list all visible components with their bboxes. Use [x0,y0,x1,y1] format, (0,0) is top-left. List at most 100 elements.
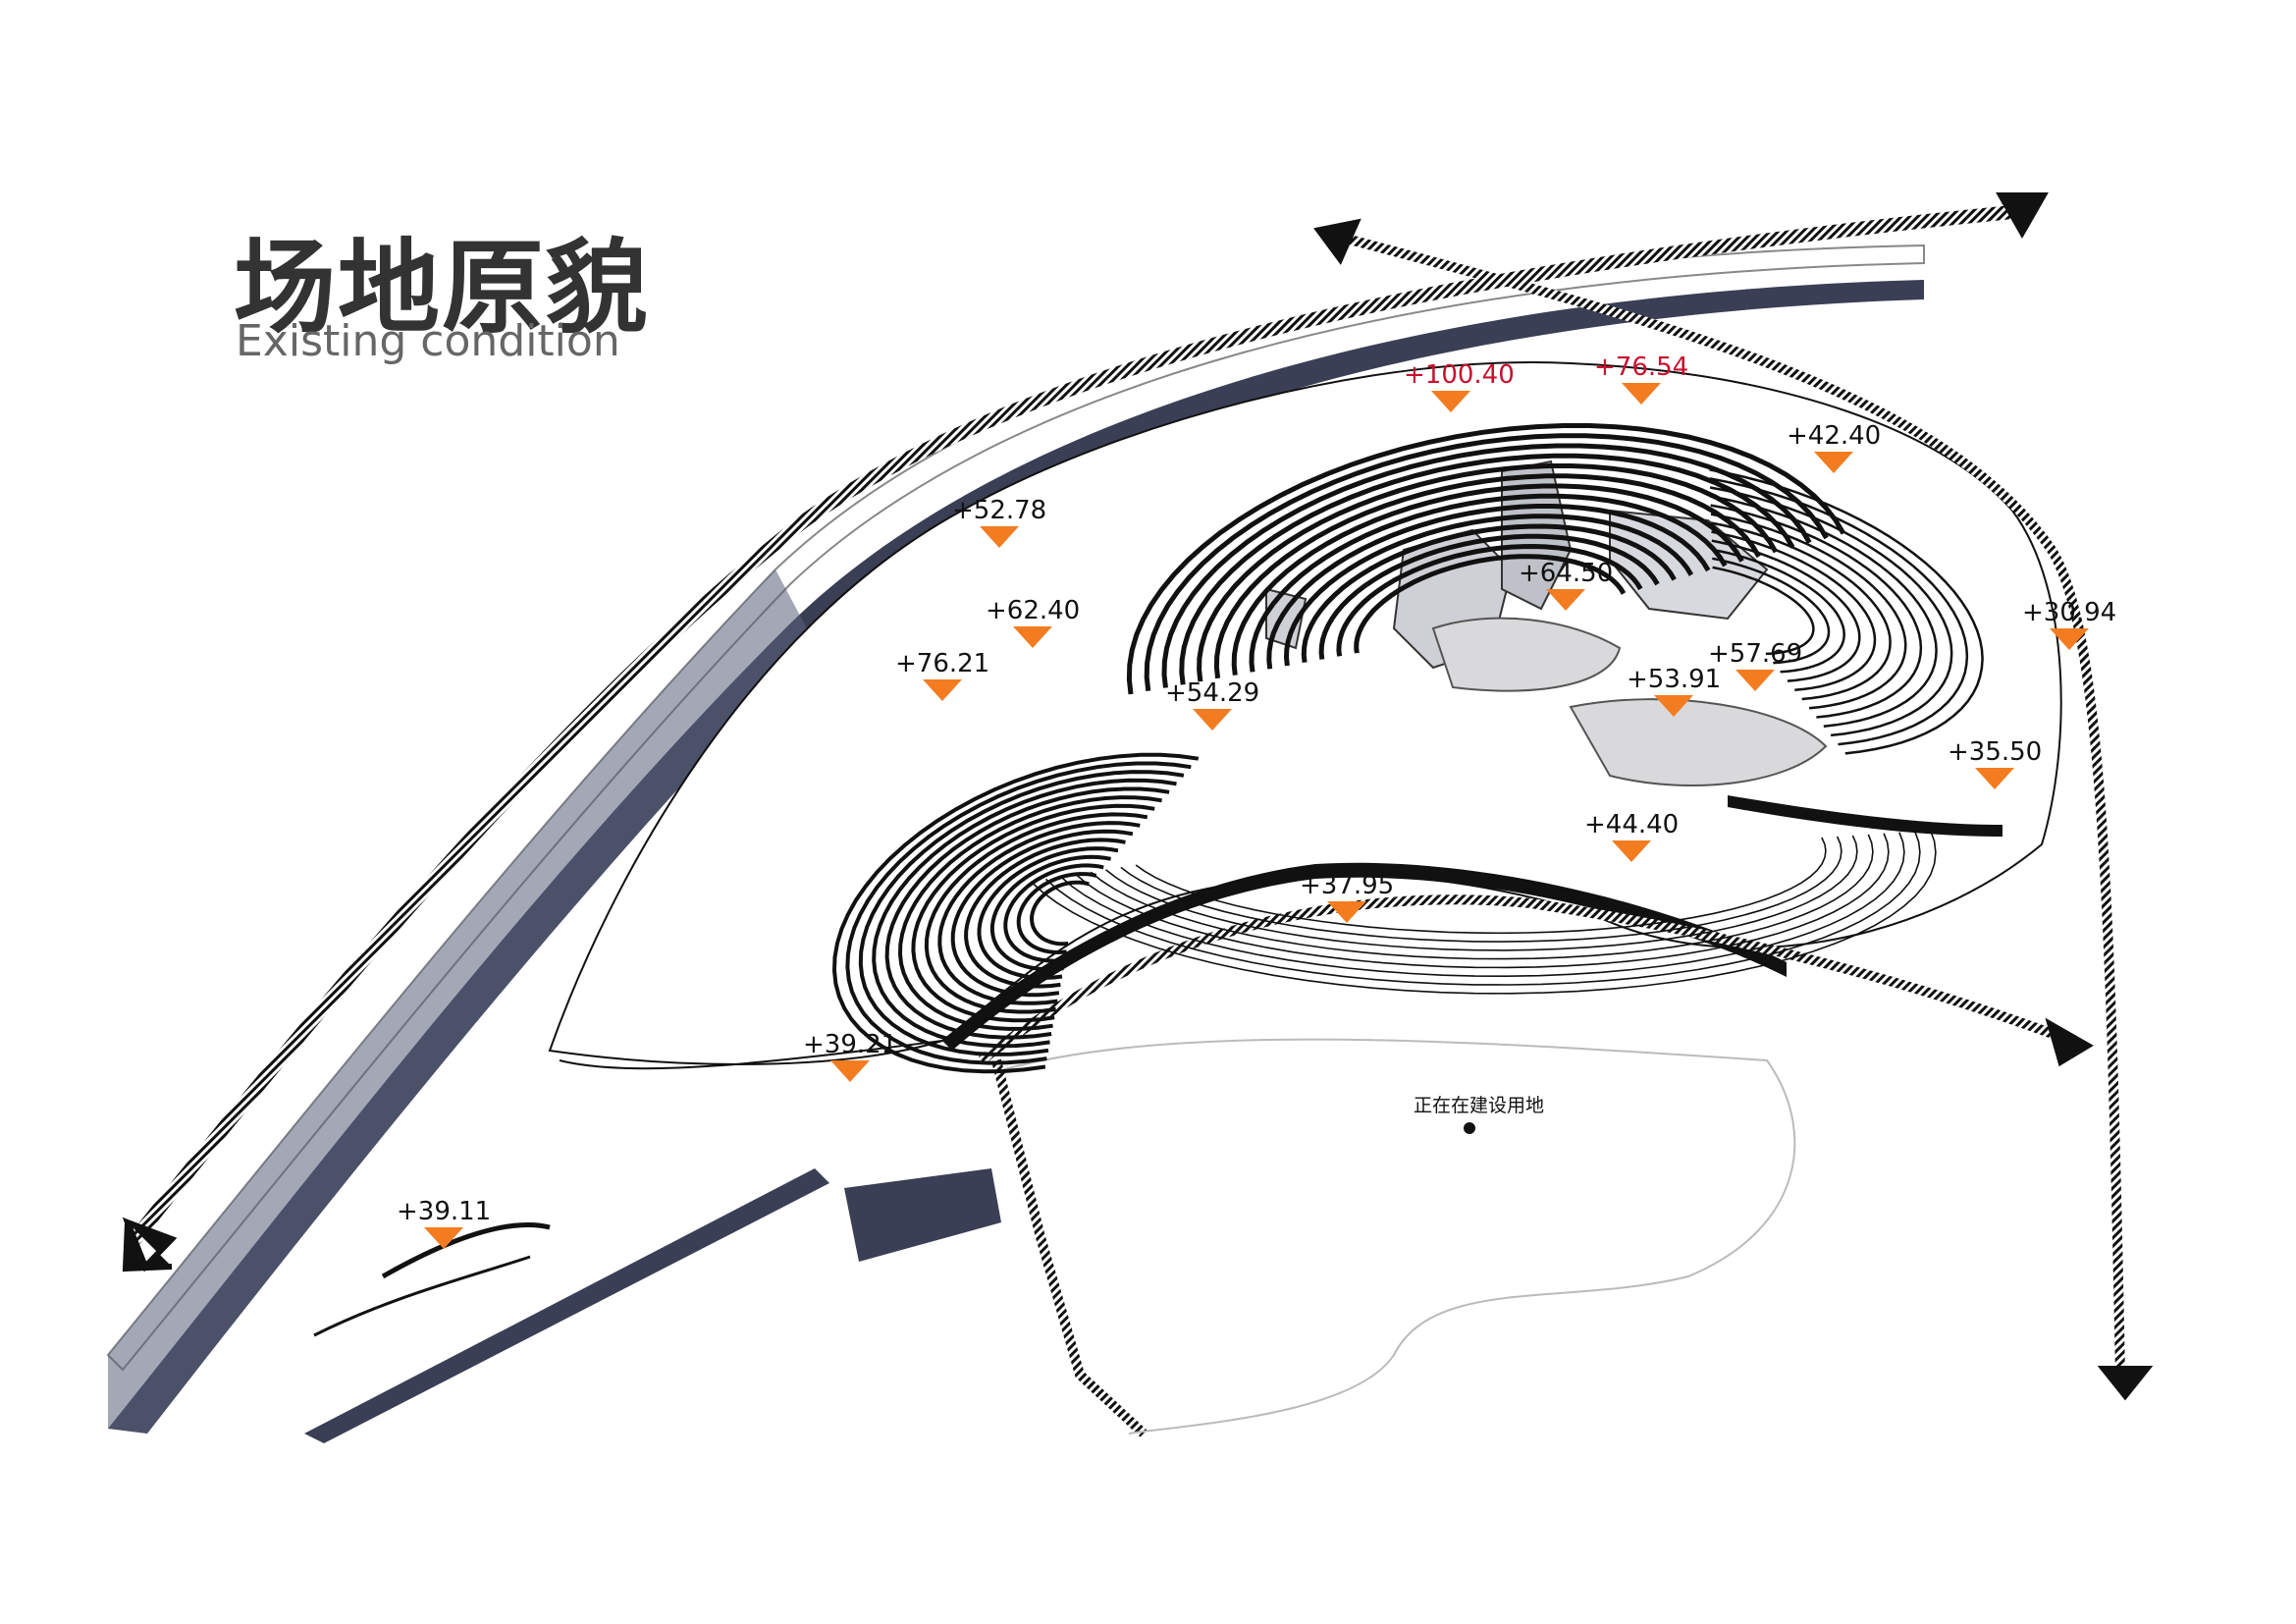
elevation-marker-icon [1814,452,1853,473]
contour-line [1090,834,1874,960]
elevation-marker: +76.54 [1594,352,1688,405]
elevation-marker: +52.78 [952,496,1046,548]
contour-line [1710,513,1907,710]
elevation-label: +76.54 [1594,352,1688,382]
hatched-route [1333,231,2125,1376]
elevation-label: +44.40 [1584,810,1679,839]
contour-line [831,752,1200,1074]
contour-line [1266,504,1711,670]
contour-line [858,770,1185,1056]
contour-group [831,423,1984,1074]
contour-line [977,846,1119,980]
contour-line [1060,832,1905,978]
elevation-label: +39.11 [397,1197,491,1226]
contour-line [897,795,1162,1031]
contour-line [1283,514,1694,667]
elevation-marker: +64.50 [1519,559,1613,611]
elevation-marker: +53.91 [1627,665,1721,717]
contour-line [1029,880,1090,947]
contour-line [1231,483,1744,676]
contour-line [845,761,1192,1065]
elevation-markers: +100.40 +76.54 +42.40 +52.78 +64.50 +30.94 +62… [397,352,2116,1249]
contour-line [1105,835,1858,951]
elevation-marker-icon [830,1060,870,1082]
elevation-marker-icon [424,1227,463,1249]
elevation-marker-icon [1975,768,2014,789]
elevation-label: +76.21 [895,649,989,678]
contour-line [1711,530,1877,692]
elevation-marker-icon [923,679,962,701]
contour-line [1016,872,1097,955]
elevation-label: +62.40 [986,596,1080,625]
contour-line [1336,543,1643,657]
elevation-marker: +54.29 [1165,678,1259,731]
elevation-marker-icon [1654,695,1693,717]
contour-line [1318,533,1660,660]
contour-line [924,812,1148,1014]
elevation-marker-icon [1735,670,1775,691]
elevation-marker-icon [2050,628,2089,650]
road-block [844,1168,1001,1262]
page-title: 场地原貌 [234,228,651,348]
elevation-marker: +30.94 [2022,598,2116,650]
elevation-marker-icon [1327,901,1366,923]
contour-line [1711,548,1845,674]
elevation-label: +37.95 [1300,871,1394,900]
contour-line [1709,477,1969,746]
contour-line [1030,830,1937,995]
hatched-route [127,204,2023,1247]
elevation-marker: +76.21 [895,649,989,701]
elevation-marker-icon [1612,840,1651,862]
contour-line [1710,504,1923,719]
contour-line [1301,523,1677,663]
elevation-marker-icon [1546,589,1585,611]
construction-land-outline [1000,1038,1796,1435]
contour-line [950,829,1134,998]
page-subtitle: Existing condition [236,316,620,366]
contour-line [1075,833,1890,969]
arrow-head-icon [1313,218,1362,265]
contour-line [1709,468,1984,755]
elevation-marker: +39.11 [397,1197,491,1249]
contour-line [1354,554,1627,654]
site-dot-icon [1464,1122,1475,1134]
elevation-label: +57.69 [1708,639,1802,669]
contour-line [989,854,1111,972]
elevation-label: +54.29 [1165,678,1259,708]
contour-line [937,821,1141,1005]
contour-line [964,838,1126,989]
arrow-head-icon [122,1217,178,1272]
elevation-marker-icon [1431,391,1470,412]
contour-line [1712,566,1815,656]
elevation-marker: +57.69 [1708,639,1802,691]
elevation-label: +52.78 [952,496,1046,525]
contour-line [1249,493,1728,673]
elevation-marker: +35.50 [1948,737,2042,789]
contour-line [1179,453,1795,685]
contour-line [559,1040,943,1070]
elevation-label: +30.94 [2022,598,2116,627]
hatched-route [978,894,2073,1064]
arrow-head-icon [2045,1017,2094,1067]
elevation-label: +39.21 [803,1030,897,1059]
contour-line [1213,473,1761,679]
elevation-label: +100.40 [1404,360,1515,390]
plateau [1431,617,1622,692]
elevation-label: +53.91 [1627,665,1721,694]
construction-note: 正在在建设用地 [1414,1095,1544,1116]
contour-line [1197,463,1779,682]
contour-line [1003,863,1104,963]
contour-line [1710,495,1938,728]
elevation-marker: +42.40 [1787,421,1881,473]
elevation-marker: +100.40 [1404,360,1515,412]
contour-line [1161,443,1812,688]
elevation-marker-icon [980,526,1019,548]
elevation-marker-icon [1013,626,1052,648]
elevation-label: +64.50 [1519,559,1613,588]
arrow-head-icon [2097,1366,2154,1401]
elevation-marker: +62.40 [986,596,1080,648]
hatched-route [991,1058,1148,1437]
ridge-line [1728,795,2002,837]
contour-line [1712,557,1831,665]
